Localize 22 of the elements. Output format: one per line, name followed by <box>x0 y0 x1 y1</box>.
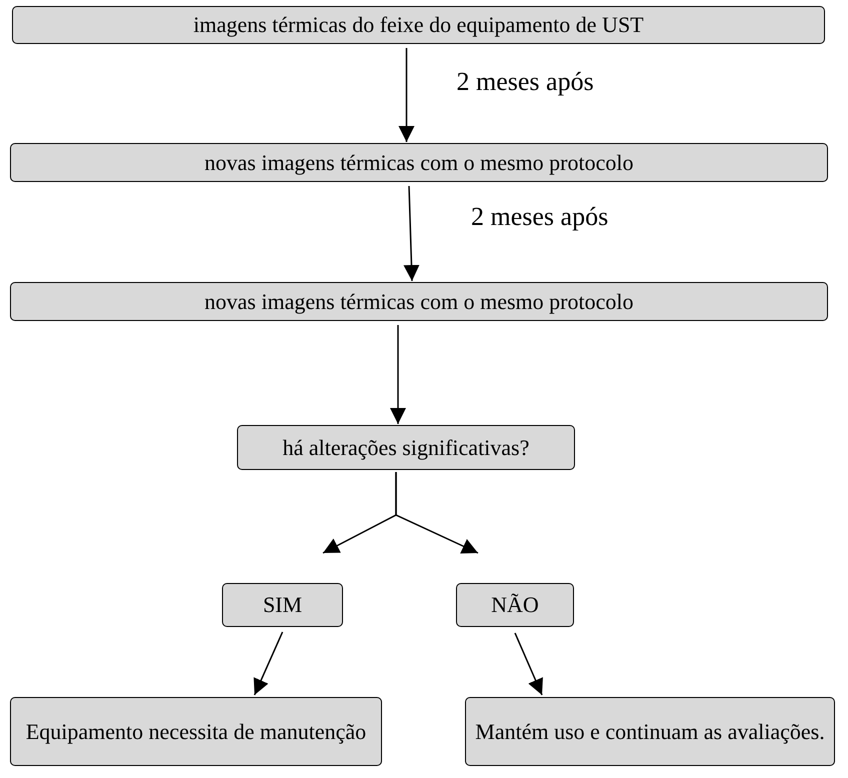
decision-box <box>237 425 575 470</box>
process-box <box>456 583 574 627</box>
node-text: SIM <box>262 592 302 618</box>
arrow <box>390 325 406 424</box>
process-box <box>465 697 835 766</box>
node-text: NÃO <box>491 592 539 618</box>
process-box <box>222 583 343 627</box>
arrow <box>254 632 284 696</box>
arrow <box>398 48 414 142</box>
node-text: novas imagens térmicas com o mesmo protocolo <box>204 150 634 176</box>
arrow <box>404 186 420 282</box>
node-text: novas imagens térmicas com o mesmo protocolo <box>204 288 634 314</box>
process-box <box>10 697 382 766</box>
process-box <box>12 6 825 44</box>
arrow <box>514 632 543 696</box>
process-box <box>10 143 828 182</box>
node-text: Mantém uso e continuam as avaliações. <box>475 718 825 744</box>
process-box <box>10 282 828 321</box>
node-text: imagens térmicas do feixe do equipamento de UST <box>193 12 644 38</box>
node-text: Equipamento necessita de manutenção <box>26 718 366 744</box>
node-text: há alterações significativas? <box>282 434 530 460</box>
arrow <box>395 472 478 554</box>
